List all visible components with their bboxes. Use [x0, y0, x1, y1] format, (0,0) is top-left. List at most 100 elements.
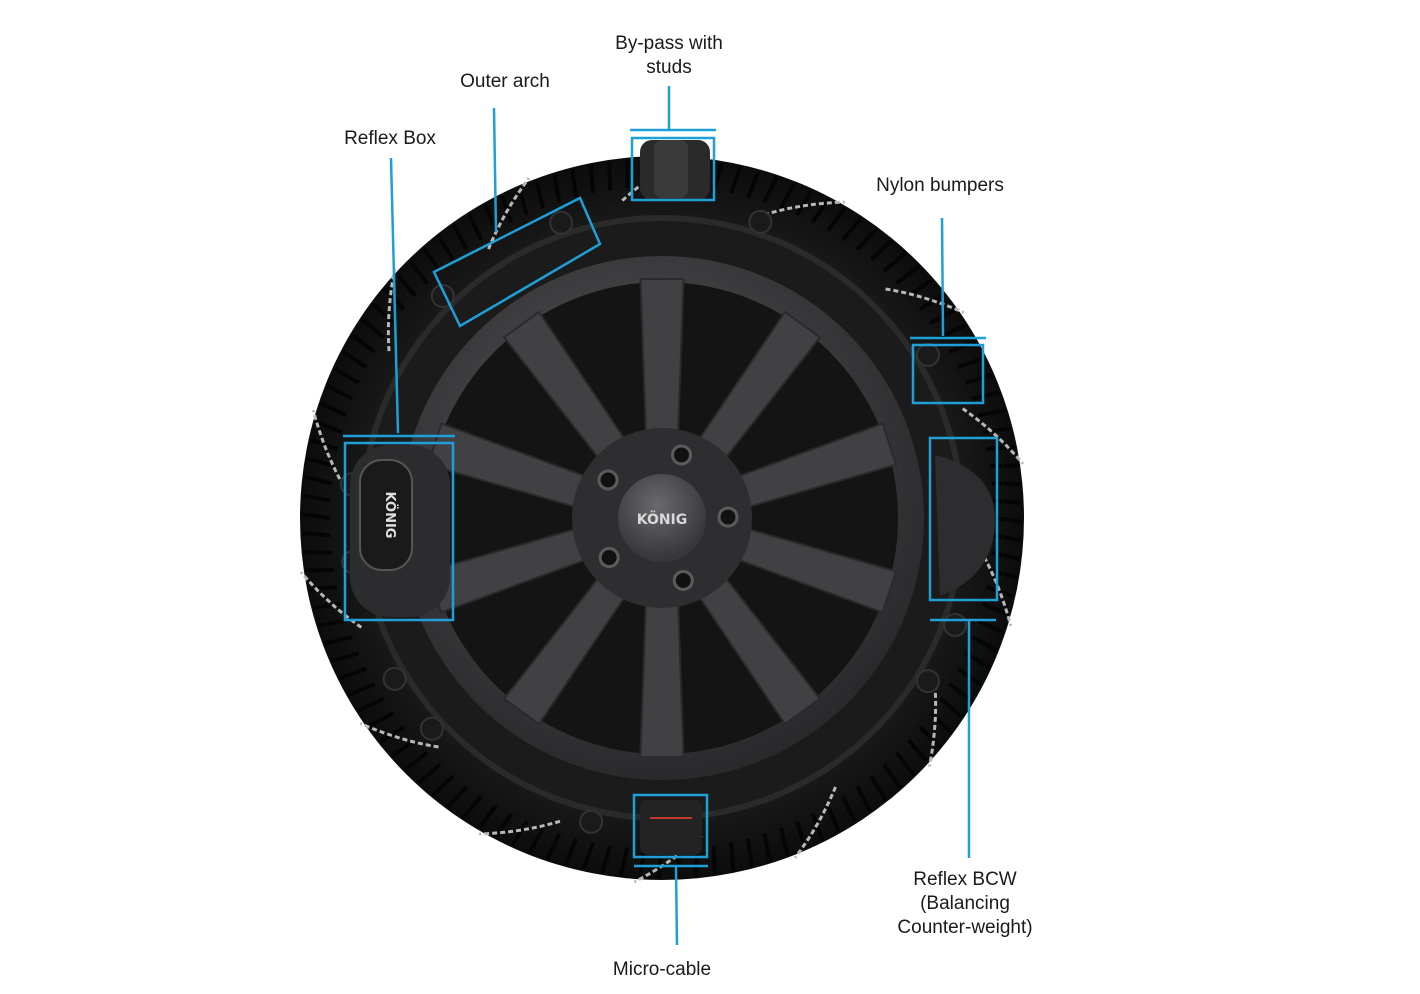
tread-groove: [976, 618, 1005, 635]
micro-leader: [674, 866, 679, 946]
tread-groove: [779, 182, 797, 210]
chain-strand: [487, 177, 531, 250]
tread-groove: [303, 550, 332, 555]
tread-groove: [477, 804, 498, 830]
tread-groove: [302, 531, 331, 538]
tread-groove: [918, 725, 941, 749]
tread-groove: [929, 711, 953, 734]
box-logo: KÖNIG: [382, 492, 398, 539]
tread-groove: [581, 842, 595, 871]
tread-groove: [993, 516, 1023, 524]
chain-strand: [961, 407, 1025, 465]
tread-groove: [408, 259, 429, 285]
bcw-box: [928, 436, 999, 602]
tread-groove: [360, 317, 385, 339]
chain-strand: [299, 571, 363, 629]
tread-groove: [431, 774, 455, 797]
chain-strand: [479, 819, 561, 836]
tread-groove: [301, 512, 331, 520]
tread-groove: [324, 635, 353, 646]
label-bcw-line2: (Balancing: [920, 893, 1010, 914]
tread-groove: [855, 227, 878, 251]
bumper: [419, 716, 444, 741]
tread-groove: [841, 795, 857, 823]
tread-groove: [552, 174, 562, 203]
tread-groove: [403, 751, 429, 772]
tread-groove: [745, 838, 754, 867]
tread-groove: [436, 234, 455, 262]
tread-groove: [303, 474, 333, 486]
tread-groove: [981, 602, 1010, 617]
tread-groove: [895, 751, 916, 777]
tread-groove: [333, 366, 360, 385]
bumper: [579, 809, 604, 834]
tread-groove: [882, 763, 902, 790]
tread-groove: [302, 493, 331, 503]
chain-strand: [311, 409, 345, 487]
tread-groove: [826, 206, 847, 232]
tread-groove: [977, 408, 1006, 418]
tread-groove: [305, 567, 335, 573]
tread-groove: [970, 635, 998, 653]
tread-groove: [762, 175, 779, 204]
tread-groove: [795, 189, 814, 216]
reflex-bcw-part: [935, 455, 995, 596]
tread-groove: [600, 845, 612, 874]
outer-arch-leader: [492, 107, 498, 233]
tread-groove: [563, 837, 578, 866]
label-bypass-line1: By-pass with: [615, 33, 723, 54]
label-nylon-bumpers: Nylon bumpers: [876, 175, 1004, 196]
tread-groove: [869, 774, 888, 802]
tread-groove: [545, 832, 562, 861]
spoke: [639, 595, 685, 758]
tread-groove: [493, 812, 513, 839]
tread-groove: [882, 251, 907, 273]
chain-strand: [927, 684, 938, 767]
tread-groove: [306, 456, 335, 468]
tread-groove: [964, 372, 993, 385]
wheel-rim: KÖNIG: [400, 256, 924, 780]
tread-groove: [395, 273, 417, 298]
tread-groove: [371, 302, 395, 325]
tread-groove: [618, 847, 630, 877]
tread-groove: [534, 180, 545, 209]
bypass-part: [640, 140, 710, 200]
tread-groove: [467, 213, 483, 241]
tread-groove: [746, 170, 761, 199]
label-reflex-bcw: Reflex BCW (Balancing Counter-weight): [880, 868, 1050, 940]
tread-groove: [907, 738, 929, 763]
lug-nut: [717, 506, 739, 528]
tread-groove: [510, 820, 529, 847]
tread-groove: [948, 339, 977, 354]
bumper: [382, 666, 407, 691]
callouts: [343, 86, 999, 946]
tread-groove: [607, 161, 613, 191]
tread-groove: [367, 711, 395, 729]
outer-arch-box: [432, 196, 602, 328]
tread-groove: [625, 159, 630, 188]
tread-groove: [971, 390, 1000, 401]
lug-nut: [597, 469, 619, 491]
lug-nut: [671, 444, 693, 466]
bumper: [748, 209, 773, 234]
tread-groove: [461, 795, 483, 820]
tread-groove: [711, 845, 717, 875]
reflex-box-part: KÖNIG: [350, 445, 450, 617]
label-bypass-with-studs: By-pass with studs: [588, 32, 750, 80]
bypass-box: [630, 136, 716, 202]
bumper: [915, 342, 940, 367]
tread-groove: [939, 323, 967, 339]
nylon-box: [911, 343, 985, 405]
tread-groove: [982, 426, 1011, 435]
tread-groove: [422, 246, 442, 273]
bumper: [943, 612, 968, 637]
label-outer-arch: Outer arch: [460, 71, 550, 92]
bumper: [549, 210, 574, 235]
tread-groove: [350, 333, 376, 354]
hub-logo: KÖNIG: [637, 510, 688, 528]
tread-groove: [313, 601, 342, 610]
reflex-box-leader: [389, 157, 400, 434]
reflex-box-box: [343, 441, 455, 622]
tread-groove: [308, 585, 338, 592]
